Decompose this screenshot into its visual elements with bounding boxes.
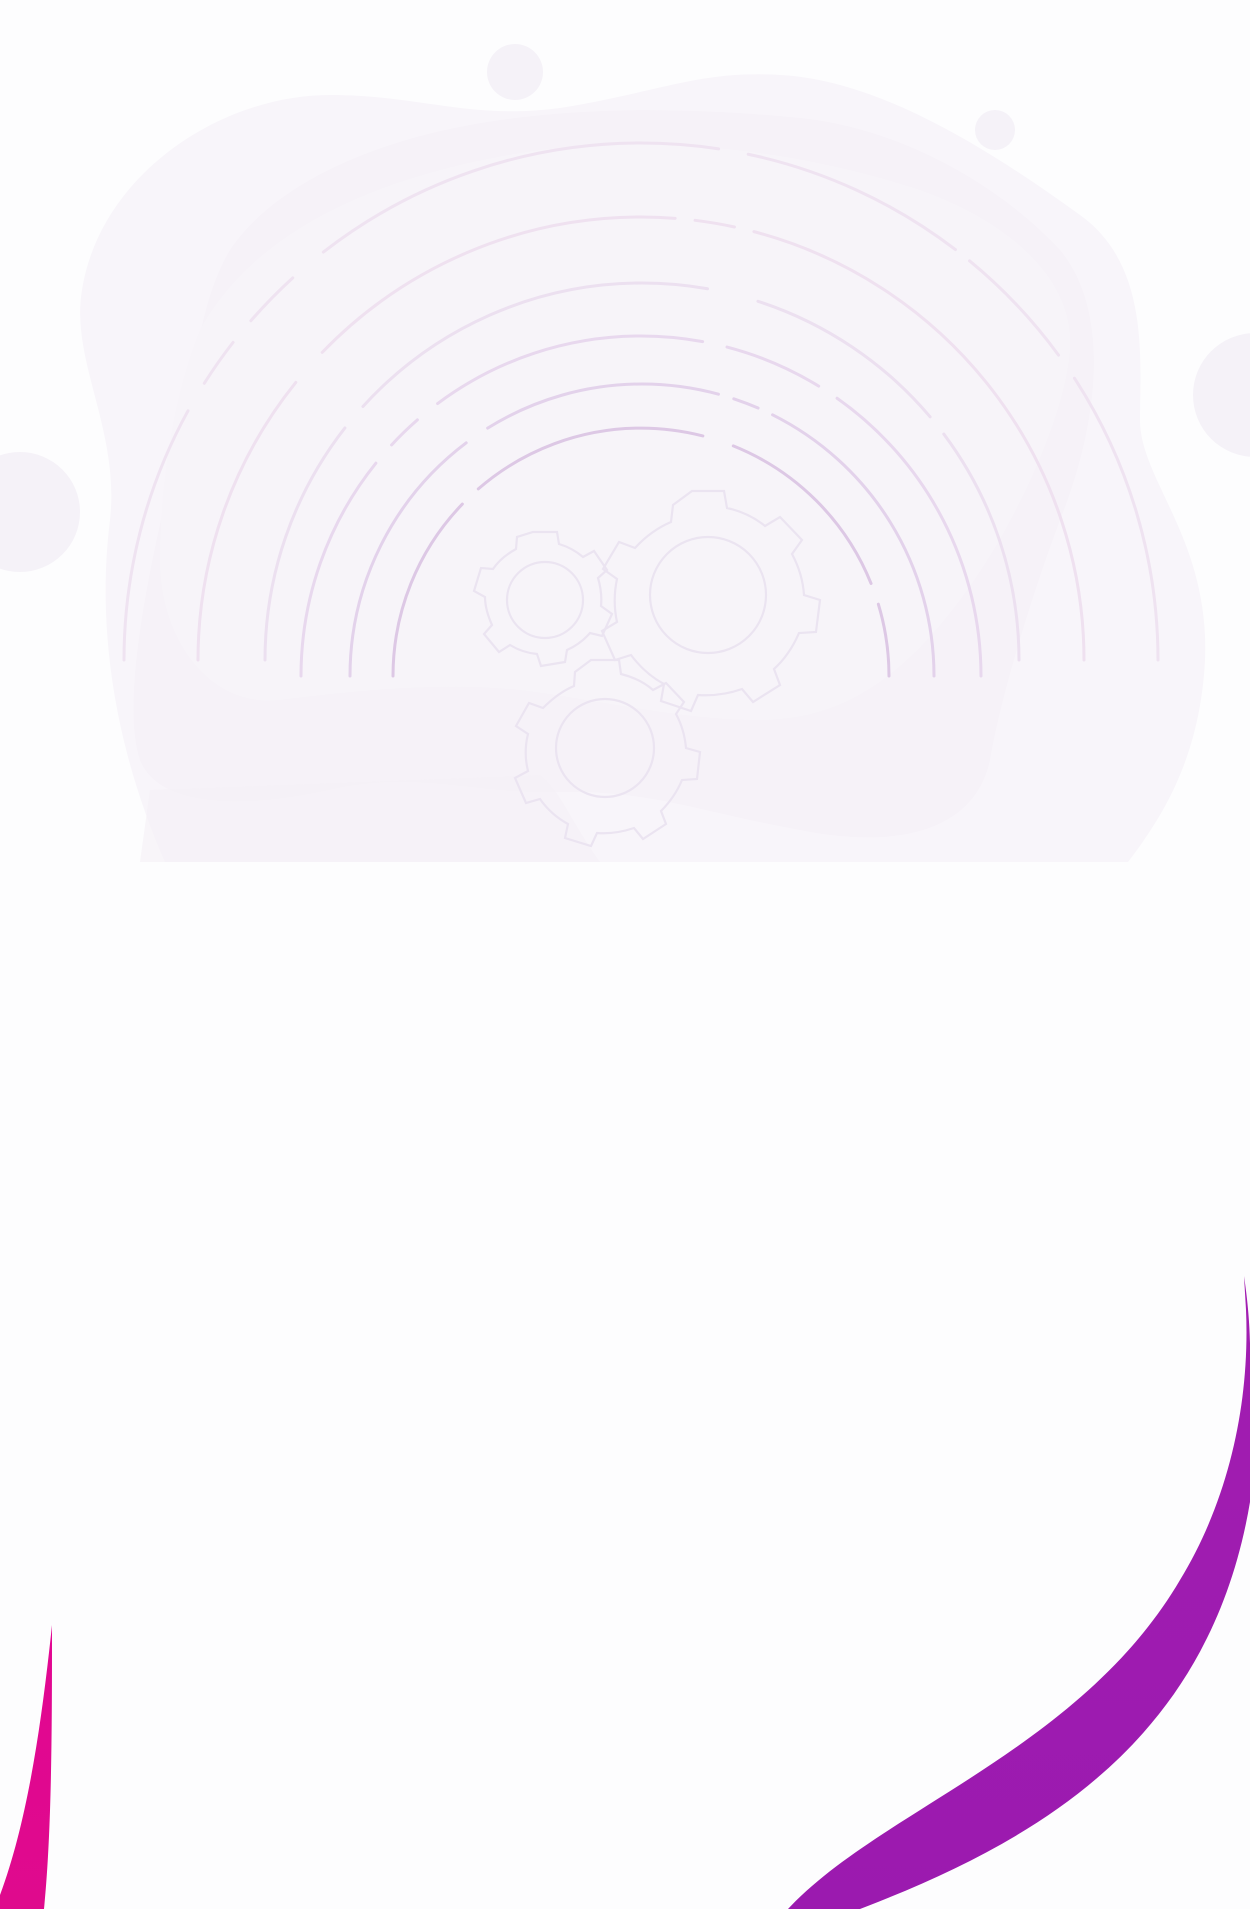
arc-ring — [391, 426, 891, 678]
wave-right-shape — [788, 1276, 1250, 1909]
arc-ring — [299, 334, 983, 678]
background-blob — [80, 74, 1206, 862]
bubble-decoration — [975, 110, 1015, 150]
bubble-decoration — [0, 452, 80, 572]
background-bubbles — [0, 44, 1250, 572]
bubble-decoration — [487, 44, 543, 100]
dashed-arc-rainbow — [122, 141, 1160, 678]
arc-ring — [263, 281, 1021, 662]
gear-icon — [472, 530, 614, 668]
gear-cluster — [472, 489, 822, 848]
bubble-decoration — [1193, 333, 1250, 457]
wave-left-shape — [0, 1625, 52, 1909]
gear-icon — [513, 658, 702, 848]
arc-ring — [196, 215, 1086, 662]
arc-ring — [122, 141, 1160, 662]
arc-ring — [348, 382, 936, 678]
gear-icon — [600, 489, 822, 713]
